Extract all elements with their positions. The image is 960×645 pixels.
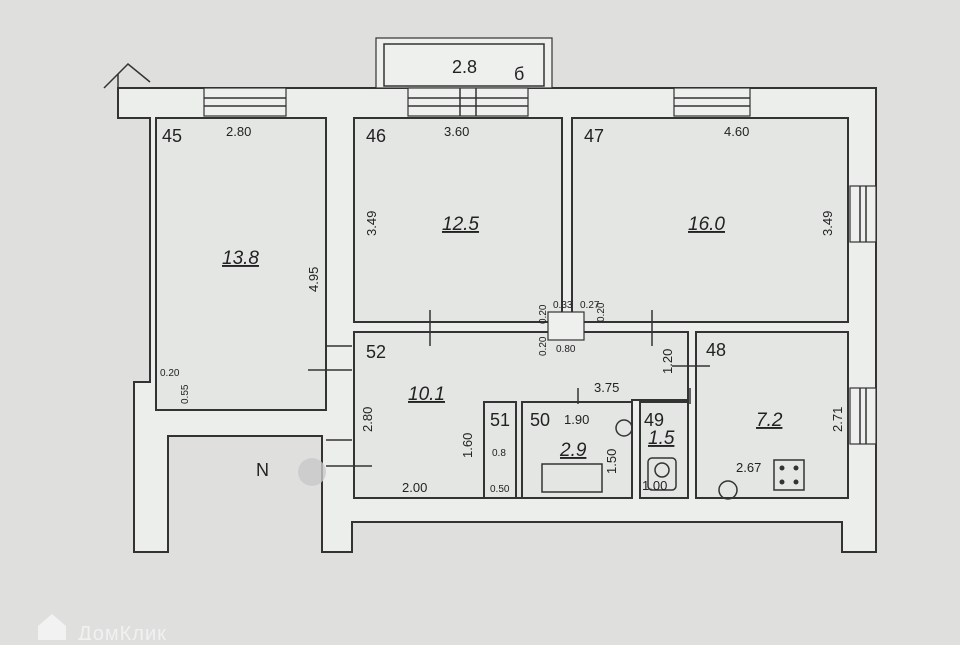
room-number-49: 49 <box>644 410 664 430</box>
dim-r48-height: 2.71 <box>830 407 845 432</box>
north-label: N <box>256 460 269 480</box>
dim-shaft-d: 0.20 <box>596 302 607 322</box>
stove-icon <box>773 459 805 491</box>
dim-corridor-height: 2.80 <box>360 407 375 432</box>
room-48-kitchen <box>695 331 849 499</box>
dim-shaft-e: 0.20 <box>538 336 549 356</box>
window-top-1 <box>203 87 287 117</box>
room-area-49: 1.5 <box>648 428 675 449</box>
dim-r47-height: 3.49 <box>820 211 835 236</box>
dim-corridor-bottom: 2.00 <box>402 480 427 495</box>
room-number-51: 51 <box>490 410 510 430</box>
balcony-dim: 2.8 <box>452 57 477 77</box>
dim-corridor-length: 3.75 <box>594 380 619 395</box>
dim-shaft-c: 0.27 <box>580 300 600 311</box>
wall-break-mark <box>103 62 151 89</box>
dim-r45-a: 0.20 <box>160 368 180 379</box>
watermark-text: ДомКлик <box>78 623 167 640</box>
room-number-50: 50 <box>530 410 550 430</box>
window-right-1 <box>849 185 877 243</box>
dim-corridor-width: 1.20 <box>660 349 675 374</box>
room-number-52: 52 <box>366 342 386 362</box>
kitchen-sink-icon <box>718 480 738 500</box>
toilet-bowl-icon <box>654 462 670 478</box>
dim-r50-height: 1.50 <box>604 449 619 474</box>
room-47 <box>571 117 849 323</box>
dim-shaft-a: 0.20 <box>538 304 549 324</box>
room-area-50: 2.9 <box>559 440 587 461</box>
room-number-45: 45 <box>162 126 182 146</box>
room-area-48: 7.2 <box>756 410 783 431</box>
dim-shaft-f: 0.80 <box>556 344 576 355</box>
bathtub-icon <box>541 463 603 493</box>
dim-r51-width: 0.8 <box>492 448 506 459</box>
balcony <box>375 37 553 89</box>
dim-r45-height: 4.95 <box>306 267 321 292</box>
dim-r46-height: 3.49 <box>364 211 379 236</box>
window-top-3 <box>673 87 751 117</box>
balcony-inner <box>383 43 545 87</box>
room-number-47: 47 <box>584 126 604 146</box>
vent-shaft <box>547 311 585 341</box>
dim-r51-b: 0.50 <box>490 484 510 495</box>
watermark: ДомКлик <box>38 614 167 645</box>
house-logo-icon <box>38 614 66 640</box>
dim-r46-width: 3.60 <box>444 124 469 139</box>
dim-r47-width: 4.60 <box>724 124 749 139</box>
room-area-47: 16.0 <box>688 214 725 235</box>
room-45 <box>155 117 327 411</box>
sink-icon <box>615 419 633 437</box>
dim-r45-width: 2.80 <box>226 124 251 139</box>
balcony-letter: б <box>514 64 524 84</box>
window-top-2 <box>407 87 529 117</box>
room-51 <box>483 401 517 499</box>
dim-r49-width: 1.00 <box>642 478 667 493</box>
room-46 <box>353 117 563 323</box>
toilet-icon <box>647 457 677 491</box>
room-number-48: 48 <box>706 340 726 360</box>
dim-r51-height: 1.60 <box>460 433 475 458</box>
room-50-bath <box>521 401 633 499</box>
room-area-52: 10.1 <box>408 384 445 405</box>
dim-r45-b: 0.55 <box>180 384 191 404</box>
room-area-46: 12.5 <box>442 214 479 235</box>
room-area-45: 13.8 <box>222 248 259 269</box>
dim-r48-stove: 2.67 <box>736 460 761 475</box>
window-right-2 <box>849 387 877 445</box>
door-marks <box>308 310 710 467</box>
north-marker <box>298 458 326 486</box>
dim-r50-width: 1.90 <box>564 412 589 427</box>
room-number-46: 46 <box>366 126 386 146</box>
dim-shaft-b: 0.33 <box>553 300 573 311</box>
